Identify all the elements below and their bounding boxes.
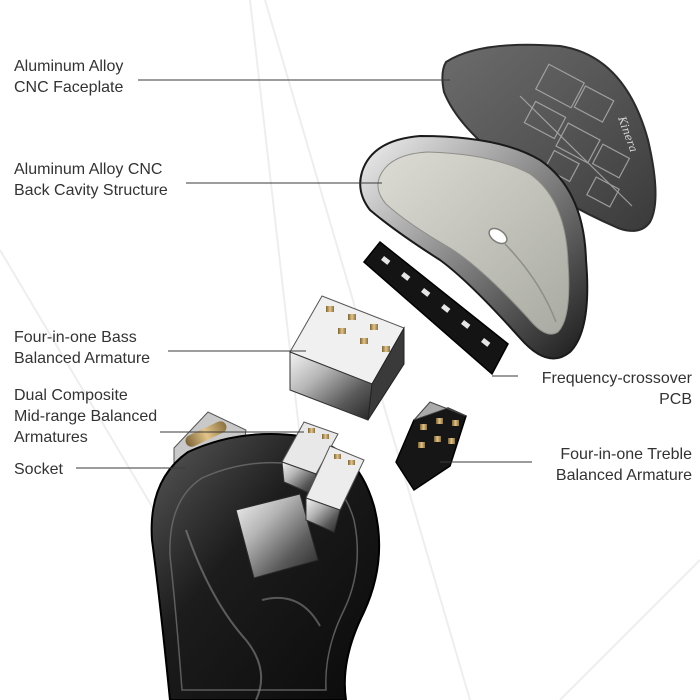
label-mid-armatures: Dual Composite Mid-range Balanced Armatu…	[14, 387, 158, 446]
bass-armature-part	[289, 295, 405, 421]
back-cavity-part	[359, 134, 589, 360]
crossover-pcb-part	[362, 240, 509, 376]
faceplate-part: Kinera	[441, 43, 657, 232]
treble-armature-part	[395, 401, 467, 492]
label-bass-armature: Four-in-one Bass Balanced Armature	[14, 329, 151, 367]
label-back-cavity: Aluminum Alloy CNC Back Cavity Structure	[14, 161, 168, 199]
mid-armature-part	[281, 421, 365, 533]
label-socket: Socket	[14, 461, 63, 478]
faceplate-pattern	[519, 63, 633, 208]
leader-lines	[76, 79, 532, 469]
label-crossover-pcb: Frequency-crossover PCB	[541, 370, 692, 408]
label-faceplate: Aluminum Alloy CNC Faceplate	[14, 58, 124, 96]
label-treble-armature: Four-in-one Treble Balanced Armature	[555, 446, 692, 484]
